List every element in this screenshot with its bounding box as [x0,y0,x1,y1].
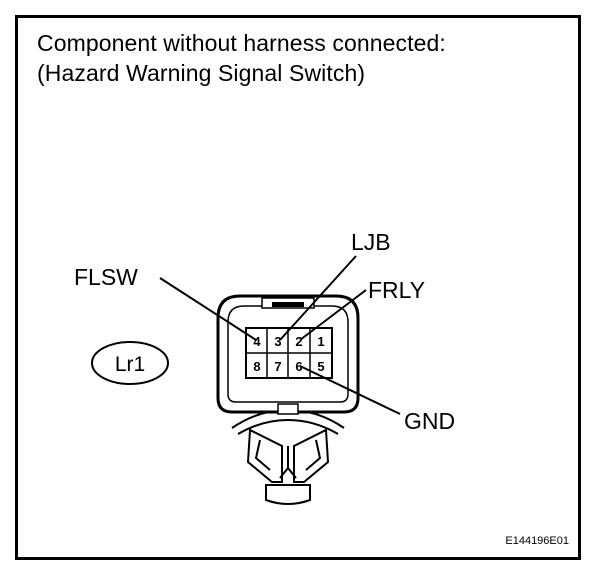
leader-flsw [159,277,257,341]
pin-4: 4 [253,334,261,349]
caption-title: Component without harness connected: [37,30,446,56]
leader-ljb [279,255,357,341]
connector-id-ellipse [91,341,169,385]
connector-clip [231,408,345,505]
figure-code: E144196E01 [505,535,569,547]
label-ljb: LJB [351,229,391,255]
label-gnd: GND [404,408,455,434]
pin-8: 8 [253,359,260,374]
label-frly: FRLY [368,277,425,303]
leader-frly [299,289,367,341]
caption-component: (Hazard Warning Signal Switch) [37,60,366,86]
diagram-frame [15,15,581,560]
pin-grid: 4 3 2 1 8 7 6 5 [245,327,333,379]
pin-2: 2 [295,334,302,349]
pin-3: 3 [274,334,281,349]
pin-7: 7 [274,359,281,374]
connector-id-label: Lr1 [115,353,145,376]
pin-1: 1 [317,334,324,349]
label-flsw: FLSW [74,264,138,290]
pin-6: 6 [295,359,302,374]
leader-lines [159,255,401,415]
leader-gnd [299,365,401,415]
pin-5: 5 [317,359,324,374]
